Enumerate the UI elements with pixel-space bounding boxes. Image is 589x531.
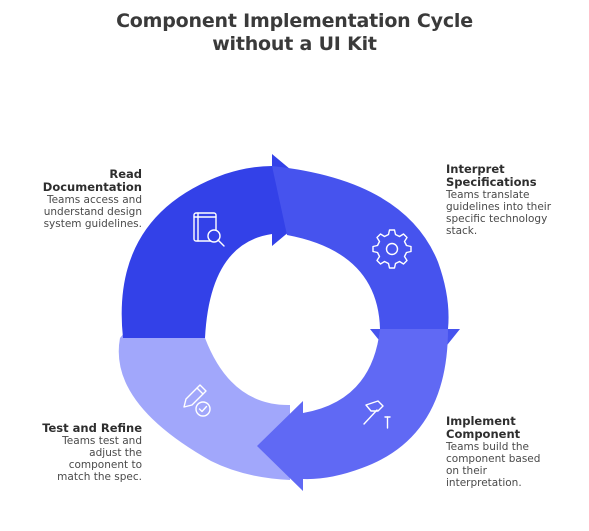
pencil-check-icon [183, 384, 211, 417]
step-title-line: Documentation [42, 180, 142, 194]
step-description-line: component based [446, 453, 541, 465]
step-title-line: Specifications [446, 175, 537, 189]
segment-test-refine [118, 303, 290, 480]
gear-icon [372, 229, 412, 269]
step-description-line: Teams translate [446, 189, 530, 201]
step-description-line: component to [68, 459, 142, 471]
step-title-line: Component [446, 427, 521, 441]
hammer-icon [363, 400, 391, 429]
step-read-documentation: Read Documentation Teams access and unde… [20, 167, 142, 231]
step-title-line: Test and Refine [42, 421, 142, 435]
step-description-line: guidelines into their [446, 201, 552, 213]
step-description-line: system guidelines. [43, 218, 142, 230]
title-line-2: without a UI Kit [212, 33, 377, 55]
step-description-line: Teams test and [62, 435, 142, 447]
step-description-line: adjust the [89, 447, 142, 459]
step-title-line: Implement [446, 414, 516, 428]
step-description-line: Teams build the [446, 441, 529, 453]
step-description-line: specific technology [446, 213, 548, 225]
step-title-line: Read [109, 167, 142, 181]
step-description-line: stack. [446, 225, 478, 237]
title-line-1: Component Implementation Cycle [116, 10, 473, 32]
step-description-line: understand design [43, 206, 142, 218]
step-description-line: match the spec. [57, 471, 142, 483]
book-search-icon [193, 212, 225, 247]
diagram-title: Component Implementation Cycle without a… [0, 10, 589, 56]
step-description-line: on their [446, 465, 487, 477]
step-description-line: interpretation. [446, 477, 522, 489]
step-test-refine: Test and Refine Teams test and adjust th… [20, 421, 142, 484]
step-description-line: Teams access and [46, 194, 142, 206]
step-interpret-specifications: Interpret Specifications Teams translate… [446, 162, 581, 238]
step-title-line: Interpret [446, 162, 505, 176]
step-implement-component: Implement Component Teams build the comp… [446, 414, 581, 490]
segment-implement-component [257, 329, 448, 491]
